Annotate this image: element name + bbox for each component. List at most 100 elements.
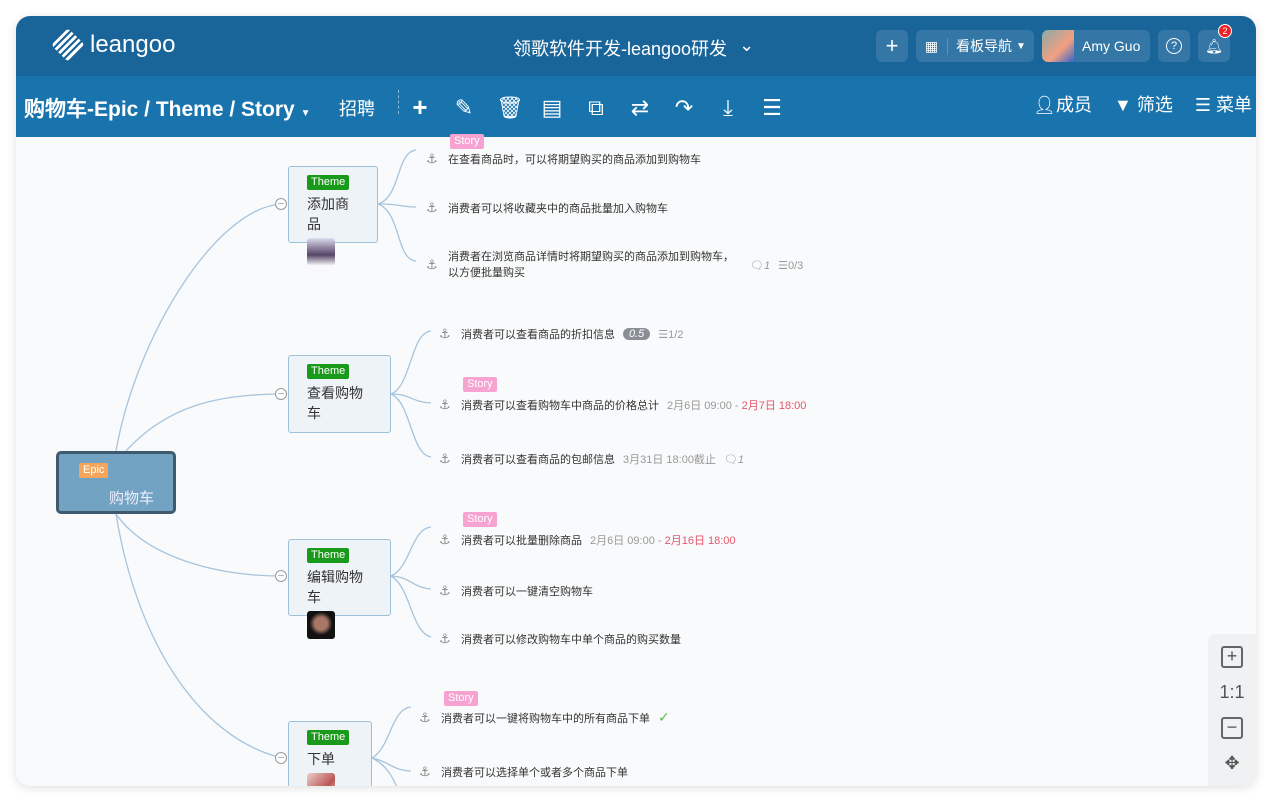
story-node[interactable]: ⚓消费者可以选择单个或者多个商品下单: [419, 764, 628, 780]
members-button[interactable]: 👤︎成员: [1033, 91, 1092, 117]
story-tag: Story: [450, 134, 484, 149]
divider: [398, 90, 399, 114]
comment-count: 🗨︎1: [750, 259, 771, 272]
story-tag: Story: [463, 377, 497, 392]
story-text: 消费者可以查看商品的包邮信息: [461, 454, 615, 466]
assignee-avatar: [307, 238, 335, 266]
anchor-icon: ⚓: [419, 709, 431, 725]
logo[interactable]: leangoo: [51, 28, 176, 62]
theme-tag: Theme: [307, 364, 350, 379]
plus-icon: +: [885, 33, 899, 58]
zoom-out-icon[interactable]: −: [1221, 717, 1243, 739]
story-tag: Story: [444, 691, 478, 706]
story-node[interactable]: ⚓消费者可以修改购物车中单个商品的购买数量: [439, 631, 681, 647]
caret-down-icon: ▼: [1016, 40, 1026, 52]
menu-icon: ☰: [1194, 95, 1211, 115]
project-selector[interactable]: 领歌软件开发-leangoo研发⌄: [513, 35, 754, 61]
mindmap-connectors: [115, 149, 432, 786]
done-check-icon: ✓: [658, 709, 670, 725]
menu-label: 菜单: [1216, 95, 1252, 115]
anchor-icon: ⚓: [439, 397, 451, 412]
collapse-toggle[interactable]: –: [275, 752, 287, 764]
due-date: 2月6日 09:00 - 2月16日 18:00: [590, 535, 736, 547]
theme-title: 添加商品: [307, 196, 349, 232]
tree-layout-icon[interactable]: ⧉: [588, 94, 604, 120]
swap-icon[interactable]: ⇄: [630, 94, 650, 120]
assignee-avatar: [307, 611, 335, 639]
checklist-progress: ☰1/2: [658, 328, 684, 341]
download-icon[interactable]: ⤓: [723, 94, 733, 120]
anchor-icon: ⚓: [426, 200, 438, 215]
share-icon[interactable]: ↷: [674, 94, 694, 120]
leangoo-logo-icon: [51, 28, 85, 62]
board-title-dropdown[interactable]: 购物车-Epic / Theme / Story ▼: [24, 93, 310, 123]
project-name: 领歌软件开发-leangoo研发: [513, 39, 728, 59]
checklist-progress: ☰0/3: [778, 259, 804, 272]
grid-icon: ▦: [916, 37, 948, 55]
story-node[interactable]: ⚓消费者可以一键将购物车中的所有商品下单✓: [419, 709, 670, 726]
zoom-reset-button[interactable]: 1:1: [1219, 682, 1245, 702]
checklist-icon[interactable]: ☰: [762, 94, 782, 120]
story-text: 消费者可以查看商品的折扣信息: [461, 329, 615, 341]
collapse-toggle[interactable]: –: [275, 570, 287, 582]
user-menu[interactable]: Amy Guo: [1042, 30, 1150, 62]
help-button[interactable]: ?: [1158, 30, 1190, 62]
anchor-icon: ⚓: [439, 583, 451, 598]
story-node[interactable]: ⚓ 消费者可以查看商品的折扣信息 0.5 ☰1/2: [439, 326, 683, 342]
edit-icon[interactable]: ✎: [454, 94, 474, 120]
deadline: 3月31日 18:00截止: [623, 454, 716, 466]
notifications-button[interactable]: 🔔︎2: [1198, 24, 1232, 62]
theme-title: 编辑购物车: [307, 569, 363, 605]
collapse-toggle[interactable]: –: [275, 198, 287, 210]
anchor-icon: ⚓: [439, 326, 451, 341]
board-nav-button[interactable]: ▦ 看板导航 ▼: [916, 30, 1034, 62]
story-text: 在查看商品时，可以将期望购买的商品添加到购物车: [448, 154, 701, 166]
story-tag: Story: [463, 512, 497, 527]
story-text: 消费者可以选择单个或者多个商品下单: [441, 767, 628, 779]
story-node[interactable]: ⚓ 消费者可以查看购物车中商品的价格总计 2月6日 09:00 - 2月7日 18:…: [439, 397, 806, 413]
board-title: 购物车-Epic / Theme / Story: [24, 98, 295, 121]
story-text: 消费者可以查看购物车中商品的价格总计: [461, 400, 659, 412]
card-view-icon[interactable]: ▤: [541, 94, 563, 120]
zoom-controls: + 1:1 − ✥: [1208, 634, 1256, 786]
due-date: 2月6日 09:00 - 2月7日 18:00: [667, 400, 807, 412]
avatar: [1042, 30, 1074, 62]
estimate-badge: 0.5: [623, 328, 651, 340]
anchor-icon: ⚓: [426, 257, 438, 272]
story-text-line2: 以方便批量购买: [448, 267, 525, 279]
add-icon[interactable]: +: [412, 92, 428, 122]
board-subtitle[interactable]: 招聘: [339, 99, 375, 119]
add-button[interactable]: +: [876, 30, 908, 62]
trash-icon[interactable]: 🗑︎: [496, 94, 524, 120]
story-text: 消费者在浏览商品详情时将期望购买的商品添加到购物车，: [448, 251, 734, 263]
story-node[interactable]: ⚓ 消费者可以批量删除商品 2月6日 09:00 - 2月16日 18:00: [439, 532, 736, 548]
zoom-in-icon[interactable]: +: [1221, 646, 1243, 668]
story-node[interactable]: ⚓消费者可以一键清空购物车: [439, 583, 593, 599]
board-nav-label: 看板导航: [956, 38, 1012, 54]
user-icon: 👤︎: [1033, 95, 1056, 115]
story-node[interactable]: ⚓消费者可以将收藏夹中的商品批量加入购物车: [426, 200, 668, 216]
caret-down-icon: ▼: [300, 108, 311, 119]
anchor-icon: ⚓: [439, 532, 451, 547]
theme-tag: Theme: [307, 730, 350, 745]
story-node[interactable]: ⚓ 消费者在浏览商品详情时将期望购买的商品添加到购物车， 以方便批量购买 🗨︎1 ☰0/…: [426, 249, 803, 281]
filter-button[interactable]: ▼ 筛选: [1114, 91, 1173, 117]
logo-text: leangoo: [90, 31, 176, 58]
user-name: Amy Guo: [1082, 38, 1141, 54]
story-node[interactable]: ⚓在查看商品时，可以将期望购买的商品添加到购物车: [426, 151, 701, 167]
epic-node[interactable]: Epic 购物车: [56, 451, 176, 514]
filter-label: 筛选: [1136, 95, 1173, 115]
collapse-toggle[interactable]: –: [275, 388, 287, 400]
epic-title: 购物车: [109, 490, 155, 507]
board-toolbar: 购物车-Epic / Theme / Story ▼ 招聘 + ✎ 🗑︎ ▤ ⧉…: [16, 76, 1256, 137]
menu-button[interactable]: ☰ 菜单: [1195, 91, 1252, 117]
story-text: 消费者可以批量删除商品: [461, 535, 582, 547]
comment-count: 🗨︎1: [723, 453, 745, 466]
center-icon[interactable]: ✥: [1224, 753, 1240, 773]
